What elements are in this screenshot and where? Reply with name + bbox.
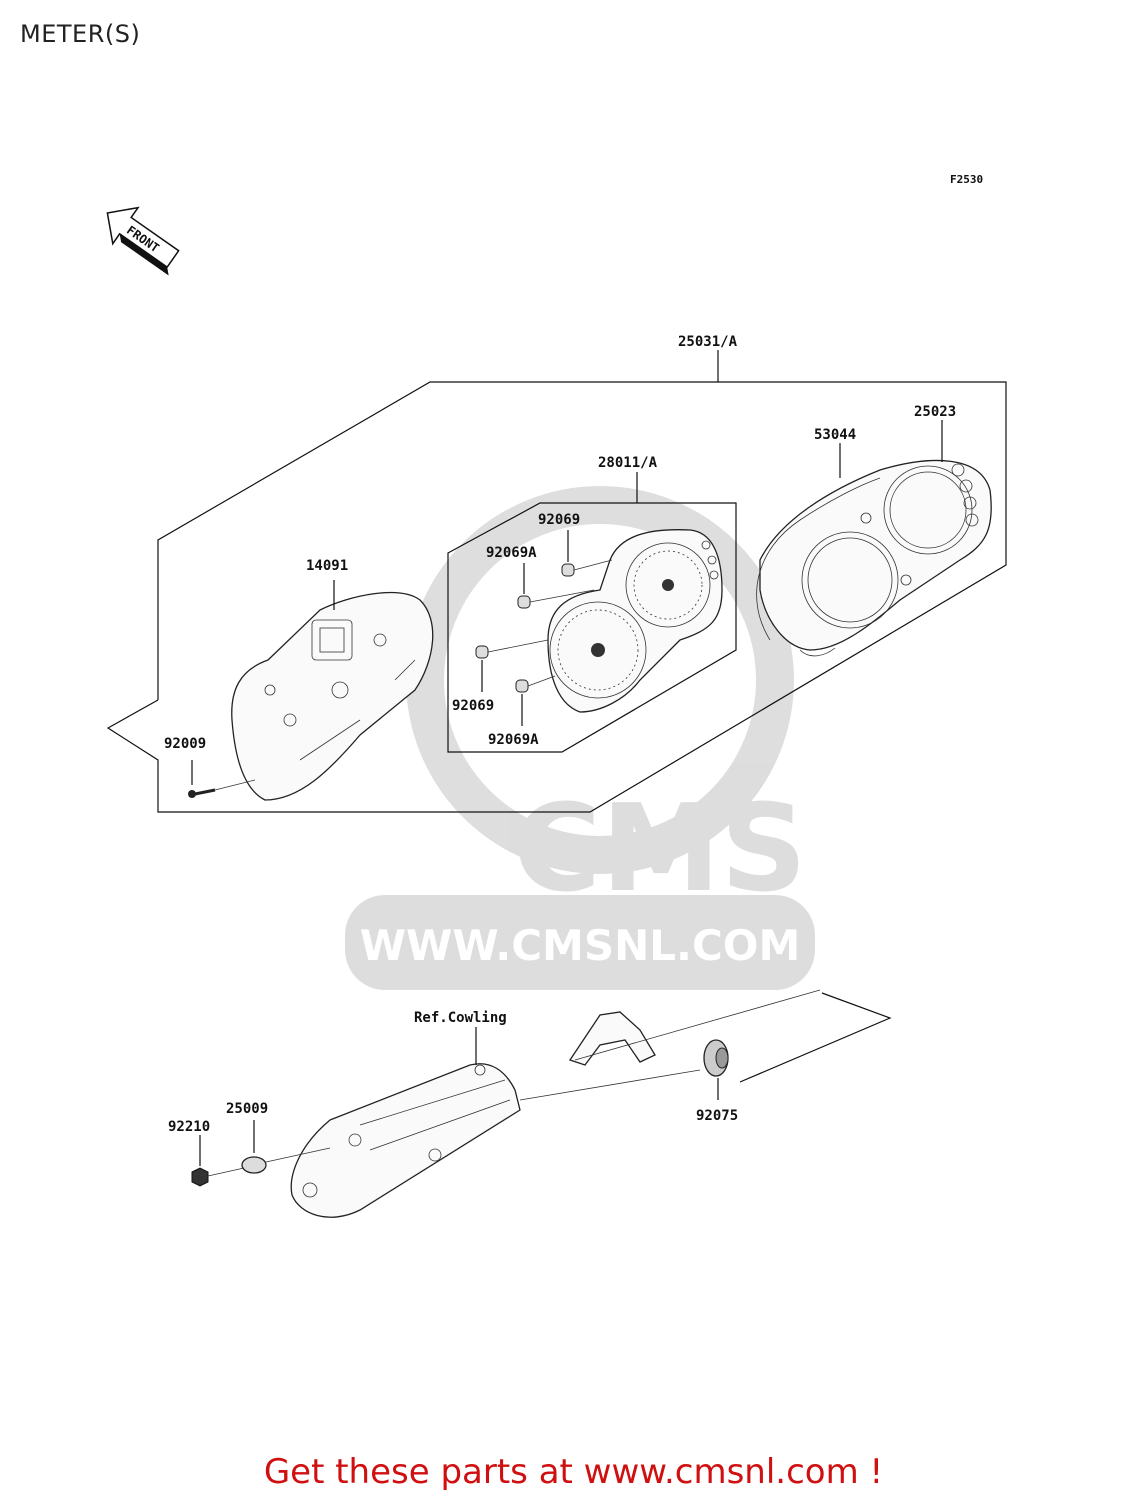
- figure-code: F2530: [950, 173, 983, 186]
- watermark-url: WWW.CMSNL.COM: [360, 921, 801, 970]
- meter-front-cover: [756, 459, 992, 657]
- label-92069-top: 92069: [538, 512, 580, 528]
- grommet-92075: [703, 1039, 729, 1100]
- label-92069A-top: 92069A: [486, 545, 537, 561]
- meter-bracket: [290, 989, 821, 1218]
- assembly-outline: [106, 381, 1007, 813]
- label-92069A-bottom: 92069A: [488, 732, 539, 748]
- meter-rear-cover: [231, 591, 434, 801]
- label-92069-bottom: 92069: [452, 698, 494, 714]
- bulb-set: [475, 530, 613, 726]
- label-25023: 25023: [914, 404, 956, 420]
- footer-link-text[interactable]: Get these parts at www.cmsnl.com !: [263, 1452, 884, 1492]
- subassembly-outline: [447, 502, 737, 753]
- label-92009: 92009: [164, 736, 206, 752]
- screw-92009: [188, 760, 256, 798]
- label-25009: 25009: [226, 1101, 268, 1117]
- label-92075: 92075: [696, 1108, 738, 1124]
- nut-92210: [191, 1135, 245, 1187]
- label-28011-A: 28011/A: [598, 455, 658, 471]
- meter-unit: [547, 529, 723, 713]
- cowling-reference-line: [739, 992, 892, 1083]
- label-92210: 92210: [168, 1119, 210, 1135]
- exploded-parts-diagram: WWW.CMSNL.COM CMS F2530 FRONT: [106, 173, 1007, 1218]
- label-53044: 53044: [814, 427, 856, 443]
- label-25031-A: 25031/A: [678, 334, 738, 350]
- washer-25009: [241, 1120, 331, 1174]
- label-ref-cowling: Ref.Cowling: [414, 1010, 507, 1026]
- page-title: METER(S): [20, 20, 141, 48]
- watermark: WWW.CMSNL.COM CMS: [345, 486, 815, 990]
- label-14091: 14091: [306, 558, 348, 574]
- front-arrow-icon: FRONT: [106, 206, 180, 276]
- watermark-logo: CMS: [513, 780, 807, 919]
